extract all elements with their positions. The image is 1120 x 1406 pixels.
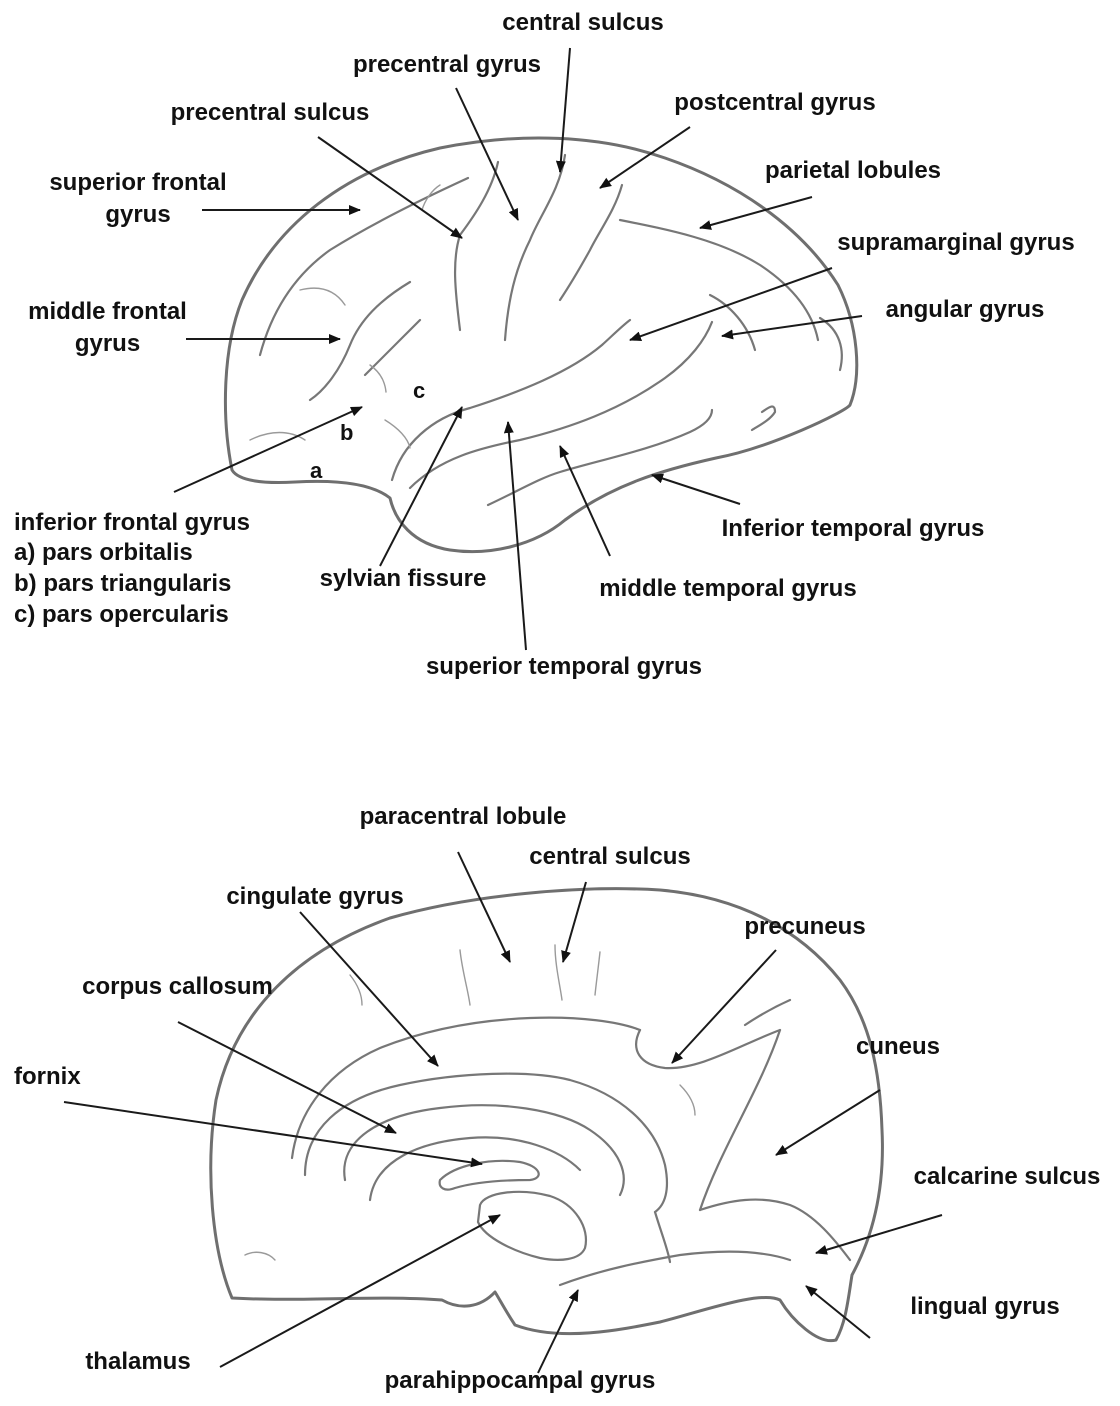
label-fornix: fornix: [14, 1062, 81, 1092]
label-angular-gyrus: angular gyrus: [870, 295, 1060, 325]
arrow-corpus-callosum: [178, 1022, 396, 1133]
label-middle-frontal-gyrus-line2: gyrus: [10, 329, 205, 359]
label-parahippocampal-gyrus: parahippocampal gyrus: [360, 1366, 680, 1396]
label-postcentral-gyrus: postcentral gyrus: [660, 88, 890, 118]
arrow-superior-temporal-gyrus: [508, 422, 526, 650]
label-paracentral-lobule: paracentral lobule: [338, 802, 588, 832]
label-superior-frontal-gyrus-line1: superior frontal: [28, 168, 248, 198]
arrow-cuneus: [776, 1090, 880, 1155]
arrow-fornix: [64, 1102, 482, 1164]
arrow-paracentral-lobule: [458, 852, 510, 962]
label-letter-a: a: [310, 458, 322, 484]
label-letter-b: b: [340, 420, 353, 446]
label-pars-orbitalis: a) pars orbitalis: [14, 538, 193, 568]
label-letter-c: c: [413, 378, 425, 404]
label-pars-opercularis: c) pars opercularis: [14, 600, 229, 630]
label-superior-frontal-gyrus-line2: gyrus: [28, 200, 248, 230]
label-thalamus: thalamus: [72, 1347, 204, 1377]
label-inferior-frontal-gyrus: inferior frontal gyrus: [14, 508, 250, 538]
arrow-cingulate-gyrus: [300, 912, 438, 1066]
label-central-sulcus-medial: central sulcus: [510, 842, 710, 872]
label-pars-triangularis: b) pars triangularis: [14, 569, 231, 599]
label-precentral-sulcus: precentral sulcus: [150, 98, 390, 128]
label-corpus-callosum: corpus callosum: [60, 972, 295, 1002]
arrow-precuneus: [672, 950, 776, 1063]
arrow-inferior-temporal-gyrus: [652, 475, 740, 504]
label-superior-temporal-gyrus: superior temporal gyrus: [405, 652, 723, 682]
label-parietal-lobules: parietal lobules: [748, 156, 958, 186]
arrow-postcentral-gyrus: [600, 127, 690, 188]
arrow-supramarginal-gyrus: [630, 268, 832, 340]
arrow-precentral-sulcus: [318, 137, 462, 238]
arrow-inferior-frontal-gyrus: [174, 407, 362, 492]
label-supramarginal-gyrus: supramarginal gyrus: [822, 228, 1090, 258]
label-inferior-temporal-gyrus: Inferior temporal gyrus: [698, 514, 1008, 544]
arrow-parahippocampal-gyrus: [538, 1290, 578, 1373]
arrow-precentral-gyrus: [456, 88, 518, 220]
label-calcarine-sulcus: calcarine sulcus: [898, 1162, 1116, 1192]
label-central-sulcus-lateral: central sulcus: [488, 8, 678, 38]
label-lingual-gyrus: lingual gyrus: [895, 1292, 1075, 1322]
label-middle-temporal-gyrus: middle temporal gyrus: [578, 574, 878, 604]
arrow-lingual-gyrus: [806, 1286, 870, 1338]
label-precuneus: precuneus: [730, 912, 880, 942]
label-sylvian-fissure: sylvian fissure: [298, 564, 508, 594]
label-middle-frontal-gyrus-line1: middle frontal: [10, 297, 205, 327]
arrow-sylvian-fissure: [380, 407, 462, 566]
arrow-middle-temporal-gyrus: [560, 446, 610, 556]
arrow-angular-gyrus: [722, 316, 862, 336]
label-cuneus: cuneus: [838, 1032, 958, 1062]
arrow-central-sulcus-medial: [563, 882, 586, 962]
arrow-thalamus: [220, 1215, 500, 1367]
label-precentral-gyrus: precentral gyrus: [332, 50, 562, 80]
arrow-calcarine-sulcus: [816, 1215, 942, 1253]
arrow-parietal-lobules: [700, 197, 812, 228]
label-cingulate-gyrus: cingulate gyrus: [205, 882, 425, 912]
